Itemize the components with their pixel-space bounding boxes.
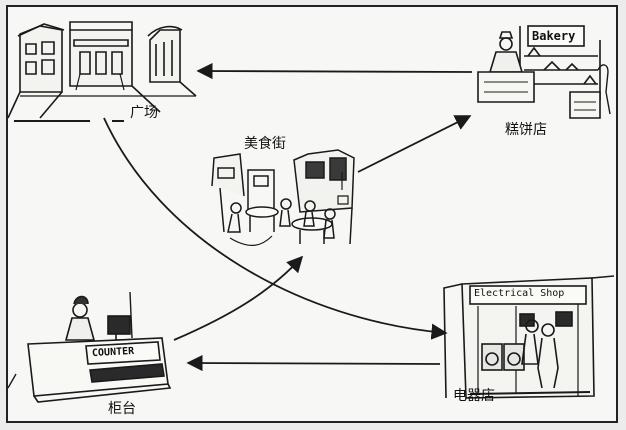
arrow-counter-to-food-street <box>173 255 304 341</box>
food-street-illustration <box>211 149 355 246</box>
counter-sign: COUNTER <box>91 345 135 360</box>
electrical-shop-illustration <box>443 275 615 399</box>
bakery-sign: Bakery <box>532 29 576 43</box>
arrow-bakery-to-plaza <box>196 62 473 80</box>
route-arrows <box>103 62 473 372</box>
food-street-label: 美食街 <box>244 136 286 152</box>
arrow-plaza-to-electrical-shop <box>103 117 448 340</box>
arrow-food-street-to-bakery <box>357 115 472 173</box>
counter-label: 柜台 <box>108 401 136 417</box>
bakery-illustration <box>477 25 611 119</box>
plaza-illustration <box>7 21 197 122</box>
arrow-electrical-shop-to-counter <box>186 354 441 372</box>
bakery-label: 糕饼店 <box>505 122 547 138</box>
plaza-label: 广场 <box>130 105 158 121</box>
electrical-shop-sign: Electrical Shop <box>474 288 565 299</box>
electrical-shop-label: 电器店 <box>453 388 495 404</box>
counter-illustration <box>7 291 172 403</box>
